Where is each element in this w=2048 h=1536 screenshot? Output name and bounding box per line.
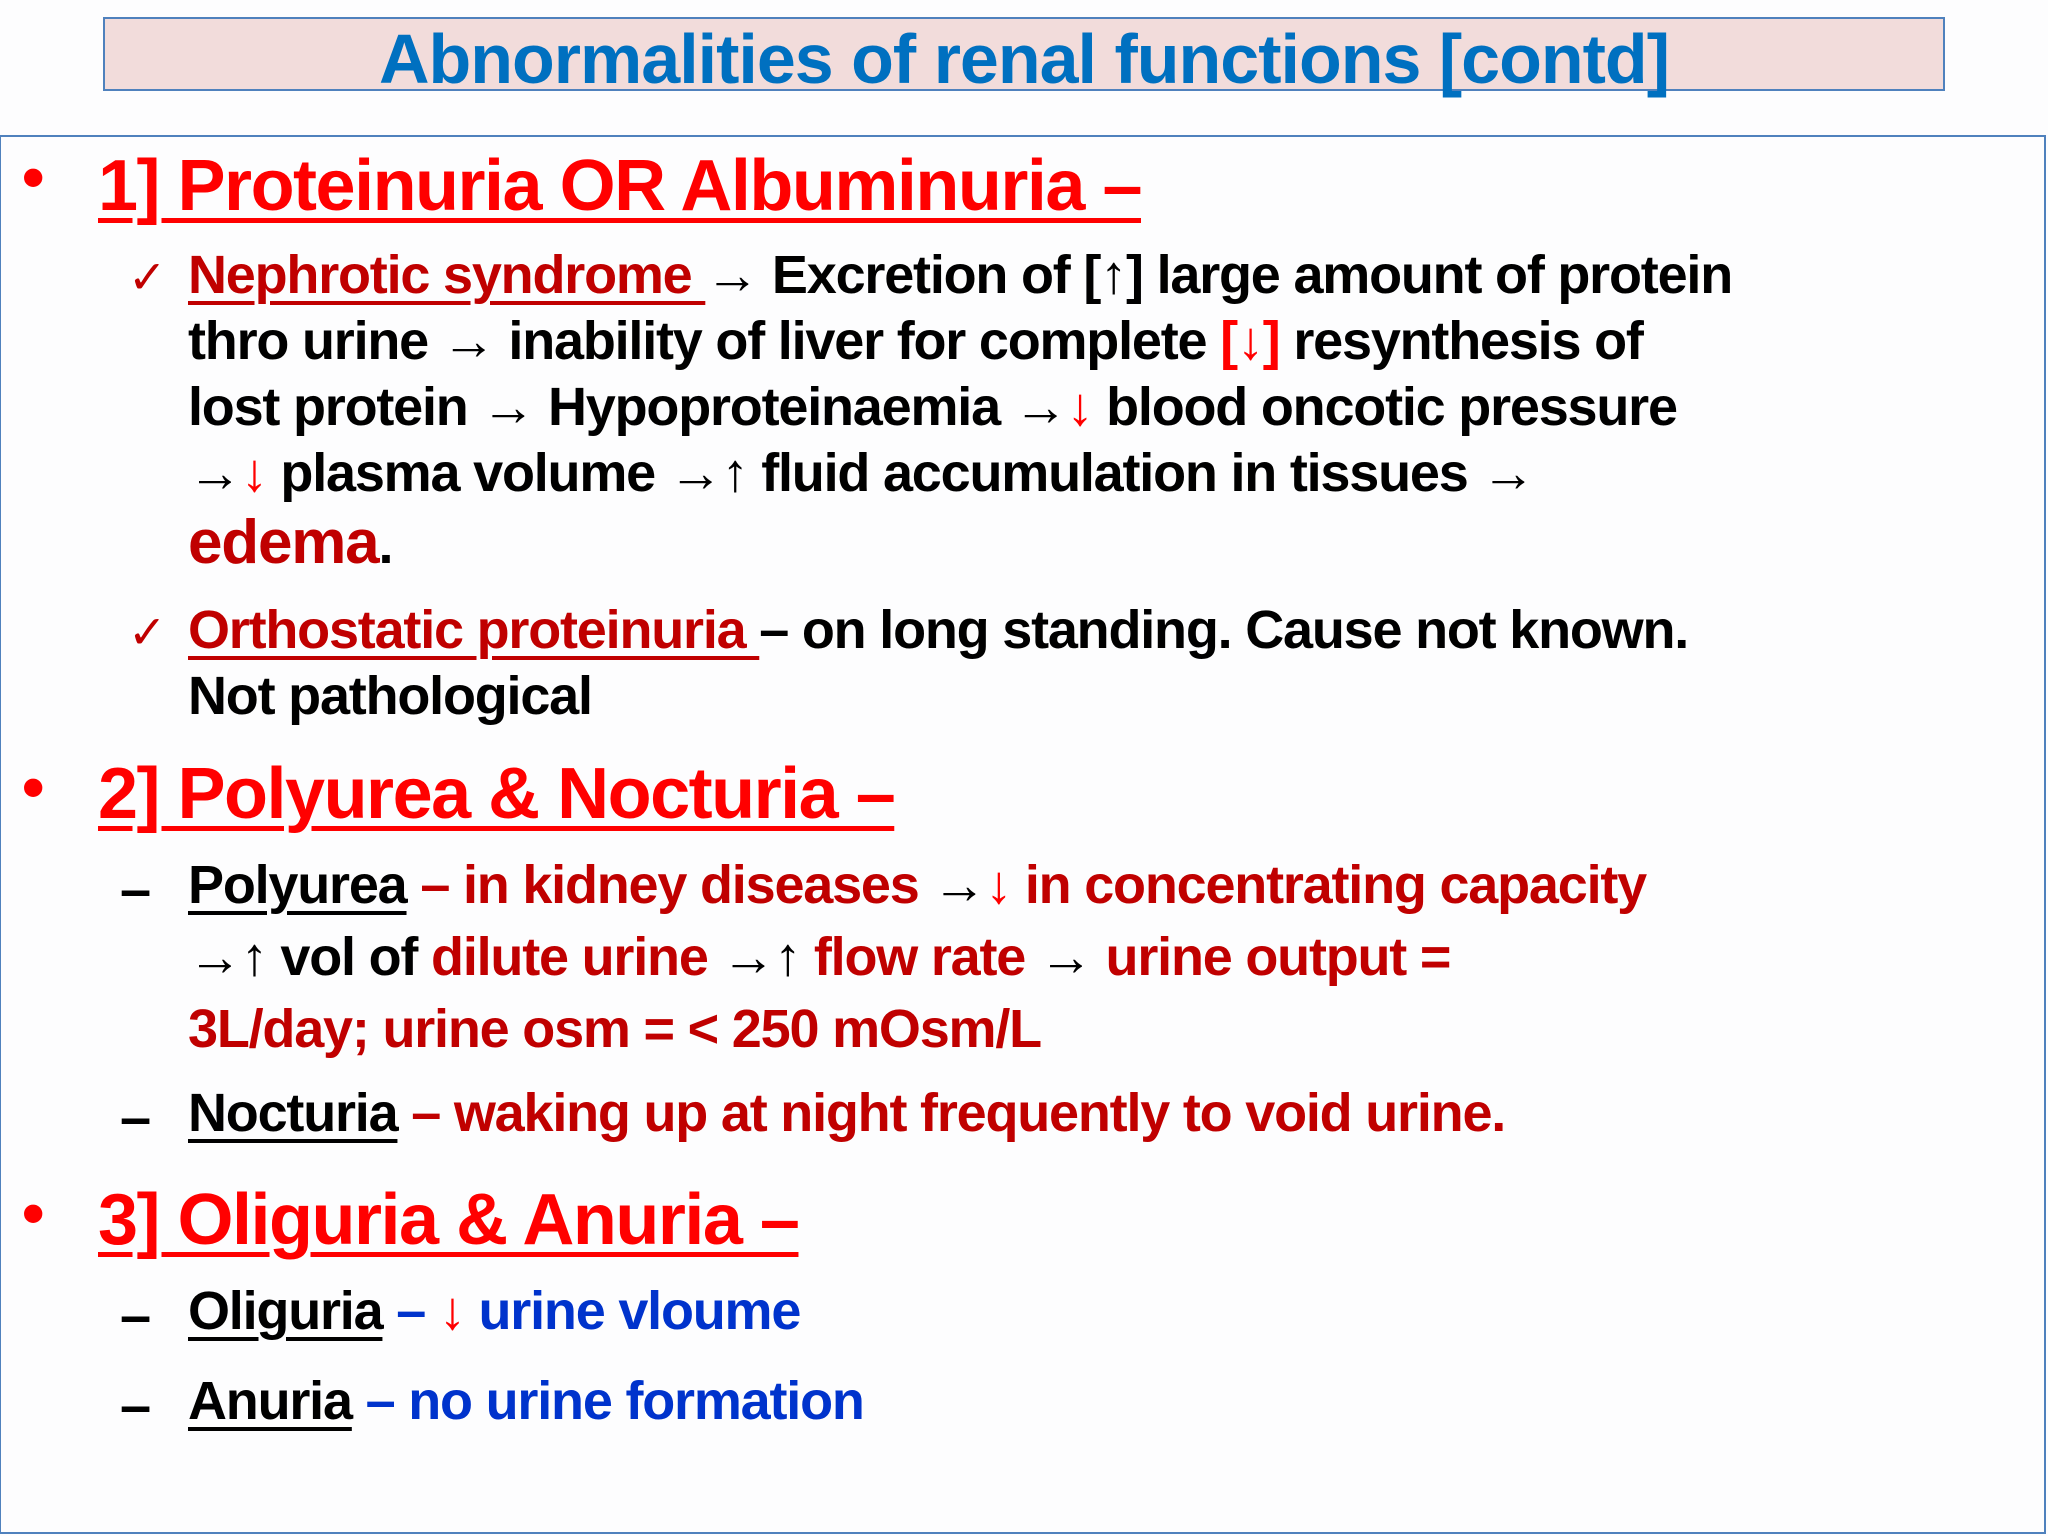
polyurea-line-3: 3L/day; urine osm = < 250 mOsm/L bbox=[188, 999, 1042, 1059]
section-heading-proteinuria: 1] Proteinuria OR Albuminuria – bbox=[98, 146, 1143, 226]
checkmark-icon: ✓ bbox=[128, 251, 167, 303]
orthostatic-line-1: Orthostatic proteinuria – on long standi… bbox=[188, 600, 1689, 660]
section-heading-polyurea: 2] Polyurea & Nocturia – bbox=[98, 754, 896, 834]
anuria-line: Anuria – no urine formation bbox=[188, 1371, 865, 1431]
arrow-right-icon: → bbox=[188, 927, 242, 987]
term-anuria: Anuria bbox=[188, 1371, 353, 1431]
dash-marker: – bbox=[120, 1373, 152, 1436]
arrow-down-bracket-icon: [↓] bbox=[1220, 311, 1281, 371]
slide-title: Abnormalities of renal functions [contd] bbox=[378, 20, 1670, 98]
arrow-down-icon: ↓ bbox=[1066, 377, 1094, 437]
arrow-right-icon: → bbox=[721, 927, 775, 987]
dash-marker: – bbox=[120, 1085, 152, 1148]
arrow-up-icon: ↑ bbox=[774, 927, 801, 987]
section-bullet: • bbox=[22, 751, 45, 823]
polyurea-line-2: →↑ vol of dilute urine →↑ flow rate → ur… bbox=[188, 927, 1451, 987]
nephrotic-line-3: lost protein → Hypoproteinaemia →↓ blood… bbox=[188, 377, 1678, 437]
orthostatic-line-2: Not pathological bbox=[188, 666, 593, 726]
dash-marker: – bbox=[120, 857, 152, 920]
term-nocturia: Nocturia bbox=[188, 1083, 399, 1143]
content-box bbox=[0, 135, 2046, 1534]
section-heading-oliguria: 3] Oliguria & Anuria – bbox=[98, 1180, 800, 1260]
nephrotic-line-2: thro urine → inability of liver for comp… bbox=[188, 311, 1644, 371]
term-nephrotic-syndrome: Nephrotic syndrome bbox=[188, 245, 706, 305]
arrow-down-icon: ↓ bbox=[240, 443, 268, 503]
arrow-up-icon: ↑ bbox=[1100, 245, 1127, 305]
section-bullet: • bbox=[22, 1177, 45, 1249]
polyurea-line-1: Polyurea – in kidney diseases →↓ in conc… bbox=[188, 855, 1647, 915]
nephrotic-line-5: edema. bbox=[188, 508, 393, 577]
arrow-right-icon: → bbox=[932, 855, 986, 915]
section-bullet: • bbox=[22, 141, 45, 213]
checkmark-icon: ✓ bbox=[128, 606, 167, 658]
nephrotic-line-4: →↓ plasma volume →↑ fluid accumulation i… bbox=[188, 443, 1535, 503]
term-oliguria: Oliguria bbox=[188, 1281, 384, 1341]
term-orthostatic-proteinuria: Orthostatic proteinuria bbox=[188, 600, 760, 660]
nocturia-line: Nocturia – waking up at night frequently… bbox=[188, 1083, 1506, 1143]
oliguria-line: Oliguria – ↓ urine vloume bbox=[188, 1281, 801, 1341]
nephrotic-line-1: Nephrotic syndrome → Excretion of [↑] la… bbox=[188, 245, 1733, 305]
arrow-up-icon: ↑ bbox=[721, 443, 749, 503]
arrow-down-icon: ↓ bbox=[985, 855, 1012, 915]
dash-marker: – bbox=[120, 1283, 152, 1346]
term-polyurea: Polyurea bbox=[188, 855, 408, 915]
arrow-down-icon: ↓ bbox=[438, 1281, 466, 1341]
term-edema: edema bbox=[188, 508, 380, 577]
arrow-up-icon: ↑ bbox=[240, 927, 268, 987]
arrow-right-icon: → bbox=[1038, 927, 1093, 987]
title-box bbox=[103, 17, 1945, 91]
